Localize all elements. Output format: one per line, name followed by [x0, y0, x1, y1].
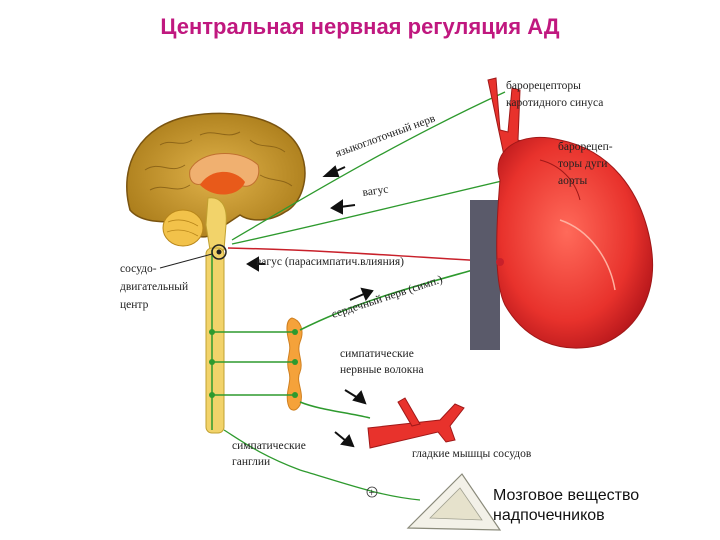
label-symp-ganglia-1: симпатические — [232, 440, 306, 452]
label-adrenal-2: надпочечников — [493, 507, 605, 524]
cardiac-sympathetic-nerve — [299, 267, 481, 331]
label-smooth-muscle: гладкие мышцы сосудов — [412, 448, 532, 460]
symp-fiber-to-vessel — [299, 401, 371, 419]
plus-marker — [366, 486, 378, 498]
blood-vessel — [367, 397, 465, 449]
label-vagus: вагус — [362, 183, 389, 198]
cerebellum — [162, 209, 204, 247]
label-aortic-3: аорты — [558, 175, 587, 187]
label-glossopharyngeal: языкоглоточный нерв — [334, 112, 438, 159]
afferent-nerves — [223, 91, 541, 501]
label-symp-fibers-1: симпатические — [340, 348, 414, 360]
label-vagus-parasymp: вагус (парасимпатич.влияния) — [256, 256, 404, 268]
label-vasomotor-3: центр — [120, 299, 149, 311]
label-aortic-2: торы дуги — [558, 158, 607, 170]
label-carotid-2: каротидного синуса — [506, 97, 603, 109]
label-cardiac-nerve: сердечный нерв (симп.) — [330, 274, 444, 321]
label-symp-fibers-2: нервные волокна — [340, 364, 424, 376]
vasomotor-center-marker — [211, 244, 227, 260]
label-aortic-1: барорецеп- — [558, 141, 613, 153]
adrenal-gland — [406, 473, 502, 531]
label-adrenal-1: Мозговое вещество — [493, 487, 639, 504]
label-vasomotor-1: сосудо- — [120, 263, 157, 275]
preganglionic-fibers — [212, 331, 295, 396]
heart — [470, 77, 654, 350]
page-title: Центральная нервная регуляция АД — [160, 14, 560, 39]
plus-sign: + — [369, 487, 376, 499]
label-symp-ganglia-2: ганглии — [232, 456, 270, 468]
vagus-parasympathetic-nerve — [227, 247, 501, 263]
label-vasomotor-2: двигательный — [120, 281, 188, 293]
direction-arrows — [246, 165, 565, 448]
label-carotid-1: барорецепторы — [506, 80, 581, 92]
brain — [126, 112, 306, 251]
spinal-cord — [205, 247, 225, 434]
